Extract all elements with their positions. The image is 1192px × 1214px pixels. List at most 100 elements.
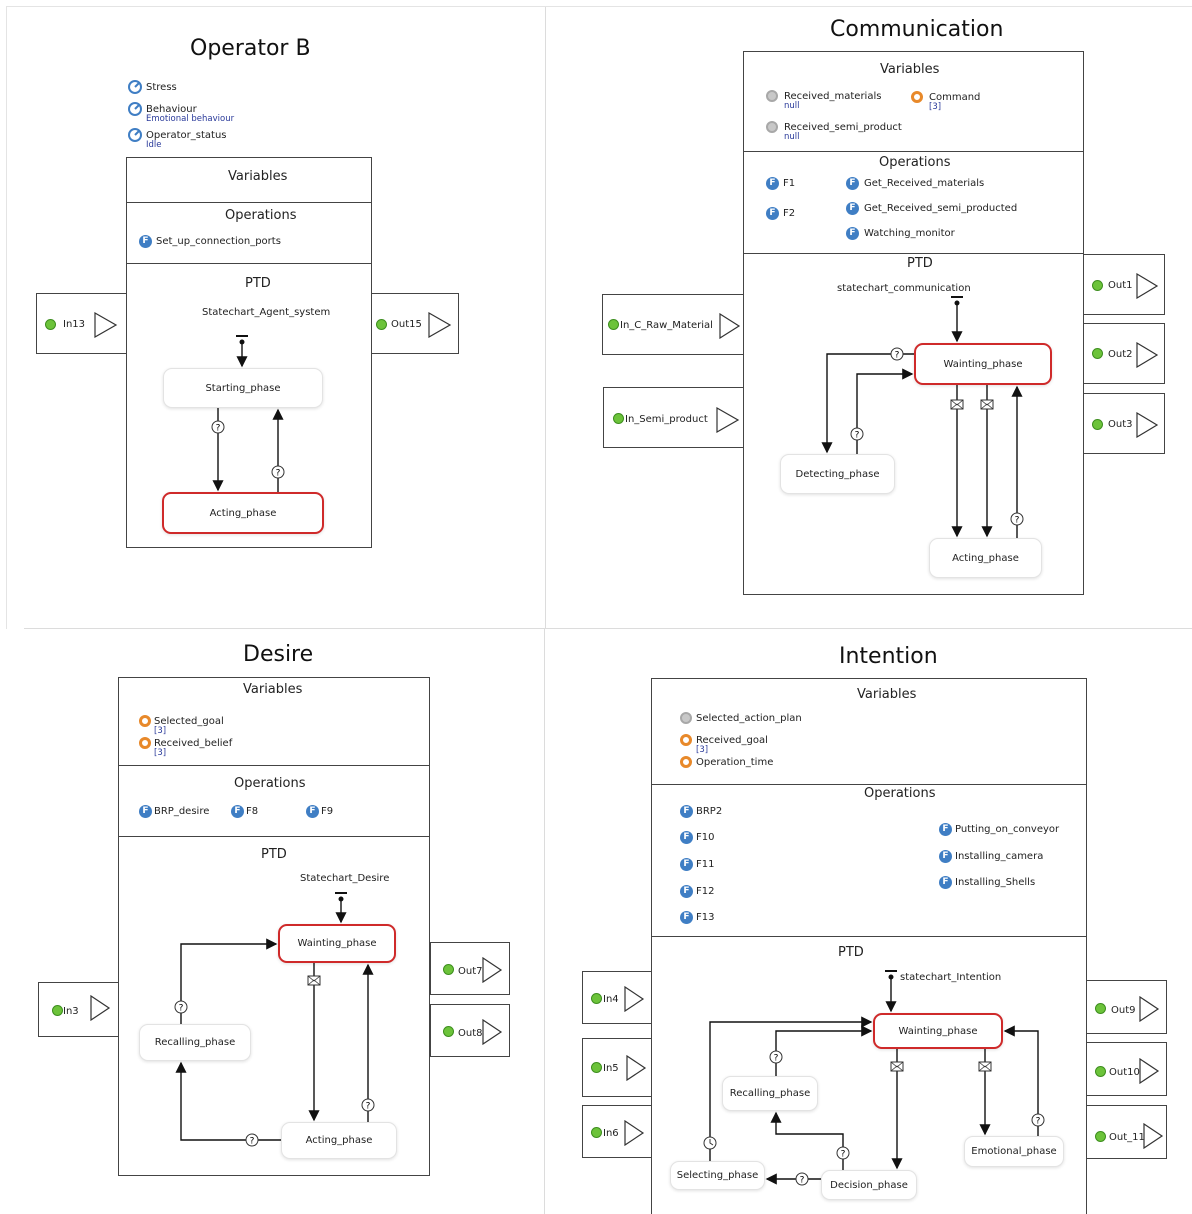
condition-icon: ? <box>1031 1113 1045 1127</box>
in-port-in3[interactable]: In3 <box>38 982 119 1037</box>
out-port-out8[interactable]: Out8 <box>430 1004 510 1057</box>
in-port-in-semi-product[interactable]: In_Semi_product <box>603 387 744 448</box>
play-arrow-icon <box>1139 996 1160 1022</box>
operation-label: Get_Received_materials <box>864 178 985 189</box>
statechart-name: statechart_Intention <box>900 972 1002 983</box>
svg-text:?: ? <box>800 1176 805 1186</box>
in-port-in-c-raw-material[interactable]: In_C_Raw_Material <box>602 294 744 355</box>
svg-text:?: ? <box>179 1004 184 1014</box>
state-decision-phase[interactable]: Decision_phase <box>821 1170 917 1200</box>
statechart-name: Statechart_Agent_system <box>202 307 331 318</box>
param-value: Idle <box>146 140 162 150</box>
state-wainting-phase[interactable]: Wainting_phase <box>914 343 1052 385</box>
divider <box>118 836 430 837</box>
svg-text:?: ? <box>774 1054 779 1064</box>
play-arrow-icon <box>716 407 740 433</box>
port-label: In6 <box>603 1128 619 1139</box>
state-wainting-phase[interactable]: Wainting_phase <box>873 1013 1003 1049</box>
state-selecting-phase[interactable]: Selecting_phase <box>670 1161 765 1190</box>
divider <box>743 253 1084 254</box>
state-acting-phase[interactable]: Acting_phase <box>929 538 1042 578</box>
play-arrow-icon <box>624 1120 645 1146</box>
port-dot-icon <box>1092 419 1103 430</box>
operations-title: Operations <box>879 155 951 170</box>
top-border-right <box>544 6 1192 7</box>
envelope-icon <box>307 975 321 986</box>
envelope-icon <box>950 399 964 410</box>
operation-label: F2 <box>783 208 796 219</box>
operation-label: F10 <box>696 832 715 843</box>
in-port-in5[interactable]: In5 <box>582 1038 652 1097</box>
param-value: Emotional behaviour <box>146 114 235 124</box>
port-dot-icon <box>443 964 454 975</box>
svg-text:?: ? <box>841 1150 846 1160</box>
function-icon: F <box>846 202 859 215</box>
variable-gray-icon <box>766 90 778 102</box>
state-recalling-phase[interactable]: Recalling_phase <box>139 1024 251 1061</box>
state-acting-phase[interactable]: Acting_phase <box>281 1122 397 1159</box>
intention-title: Intention <box>839 644 938 669</box>
function-icon: F <box>139 805 152 818</box>
state-detecting-phase[interactable]: Detecting_phase <box>780 454 895 494</box>
in-port-in4[interactable]: In4 <box>582 971 652 1024</box>
port-dot-icon <box>45 319 56 330</box>
in-port-in6[interactable]: In6 <box>582 1105 652 1158</box>
condition-icon: ? <box>1010 512 1024 526</box>
port-dot-icon <box>52 1005 63 1016</box>
out-port-out7[interactable]: Out7 <box>430 942 510 995</box>
variable-orange-icon <box>680 734 692 746</box>
state-acting-phase[interactable]: Acting_phase <box>162 492 324 534</box>
variable-value: [3] <box>154 748 167 758</box>
divider <box>126 202 372 203</box>
divider <box>743 151 1084 152</box>
variable-value: [3] <box>154 726 167 736</box>
function-icon: F <box>846 227 859 240</box>
out-port-out-11[interactable]: Out_11 <box>1086 1105 1167 1159</box>
out-port-out9[interactable]: Out9 <box>1086 980 1167 1034</box>
out-port-out10[interactable]: Out10 <box>1086 1042 1167 1096</box>
condition-icon: ? <box>890 347 904 361</box>
state-recalling-phase[interactable]: Recalling_phase <box>722 1076 818 1111</box>
state-starting-phase[interactable]: Starting_phase <box>163 368 323 408</box>
port-dot-icon <box>443 1026 454 1037</box>
envelope-icon <box>980 399 994 410</box>
function-icon: F <box>231 805 244 818</box>
divider <box>118 765 430 766</box>
out-port-out15[interactable]: Out15 <box>371 293 459 354</box>
play-arrow-icon <box>1136 412 1159 438</box>
condition-icon: ? <box>245 1133 259 1147</box>
port-label: In13 <box>63 319 86 330</box>
function-icon: F <box>766 177 779 190</box>
param-name: Operator_status <box>146 130 227 141</box>
play-arrow-icon <box>482 957 503 983</box>
port-label: In_C_Raw_Material <box>620 320 713 331</box>
function-icon: F <box>939 876 952 889</box>
statechart-name: Statechart_Desire <box>300 873 390 884</box>
port-label: Out9 <box>1111 1005 1136 1016</box>
operation-label: Watching_monitor <box>864 228 955 239</box>
port-dot-icon <box>1095 1003 1106 1014</box>
variable-value: [3] <box>929 102 942 112</box>
play-arrow-icon <box>1136 342 1159 368</box>
port-dot-icon <box>591 1062 602 1073</box>
svg-text:?: ? <box>1036 1117 1041 1127</box>
condition-icon: ? <box>174 1000 188 1014</box>
variable-value: [3] <box>696 745 709 755</box>
function-icon: F <box>846 177 859 190</box>
envelope-icon <box>890 1061 904 1072</box>
desire-title: Desire <box>243 642 314 667</box>
state-wainting-phase[interactable]: Wainting_phase <box>278 924 396 963</box>
ptd-title: PTD <box>838 945 864 960</box>
communication-class-box <box>743 51 1084 595</box>
out-port-out2[interactable]: Out2 <box>1083 323 1165 384</box>
out-port-out1[interactable]: Out1 <box>1083 254 1165 315</box>
play-arrow-icon <box>482 1019 503 1045</box>
in-port-in13[interactable]: In13 <box>36 293 127 354</box>
quadrant-border-top-left <box>6 6 546 629</box>
variable-value: null <box>784 132 800 142</box>
out-port-out3[interactable]: Out3 <box>1083 393 1165 454</box>
operation-label: F8 <box>246 806 259 817</box>
variable-name: Operation_time <box>696 757 774 768</box>
state-emotional-phase[interactable]: Emotional_phase <box>964 1136 1064 1167</box>
divider <box>126 263 372 264</box>
